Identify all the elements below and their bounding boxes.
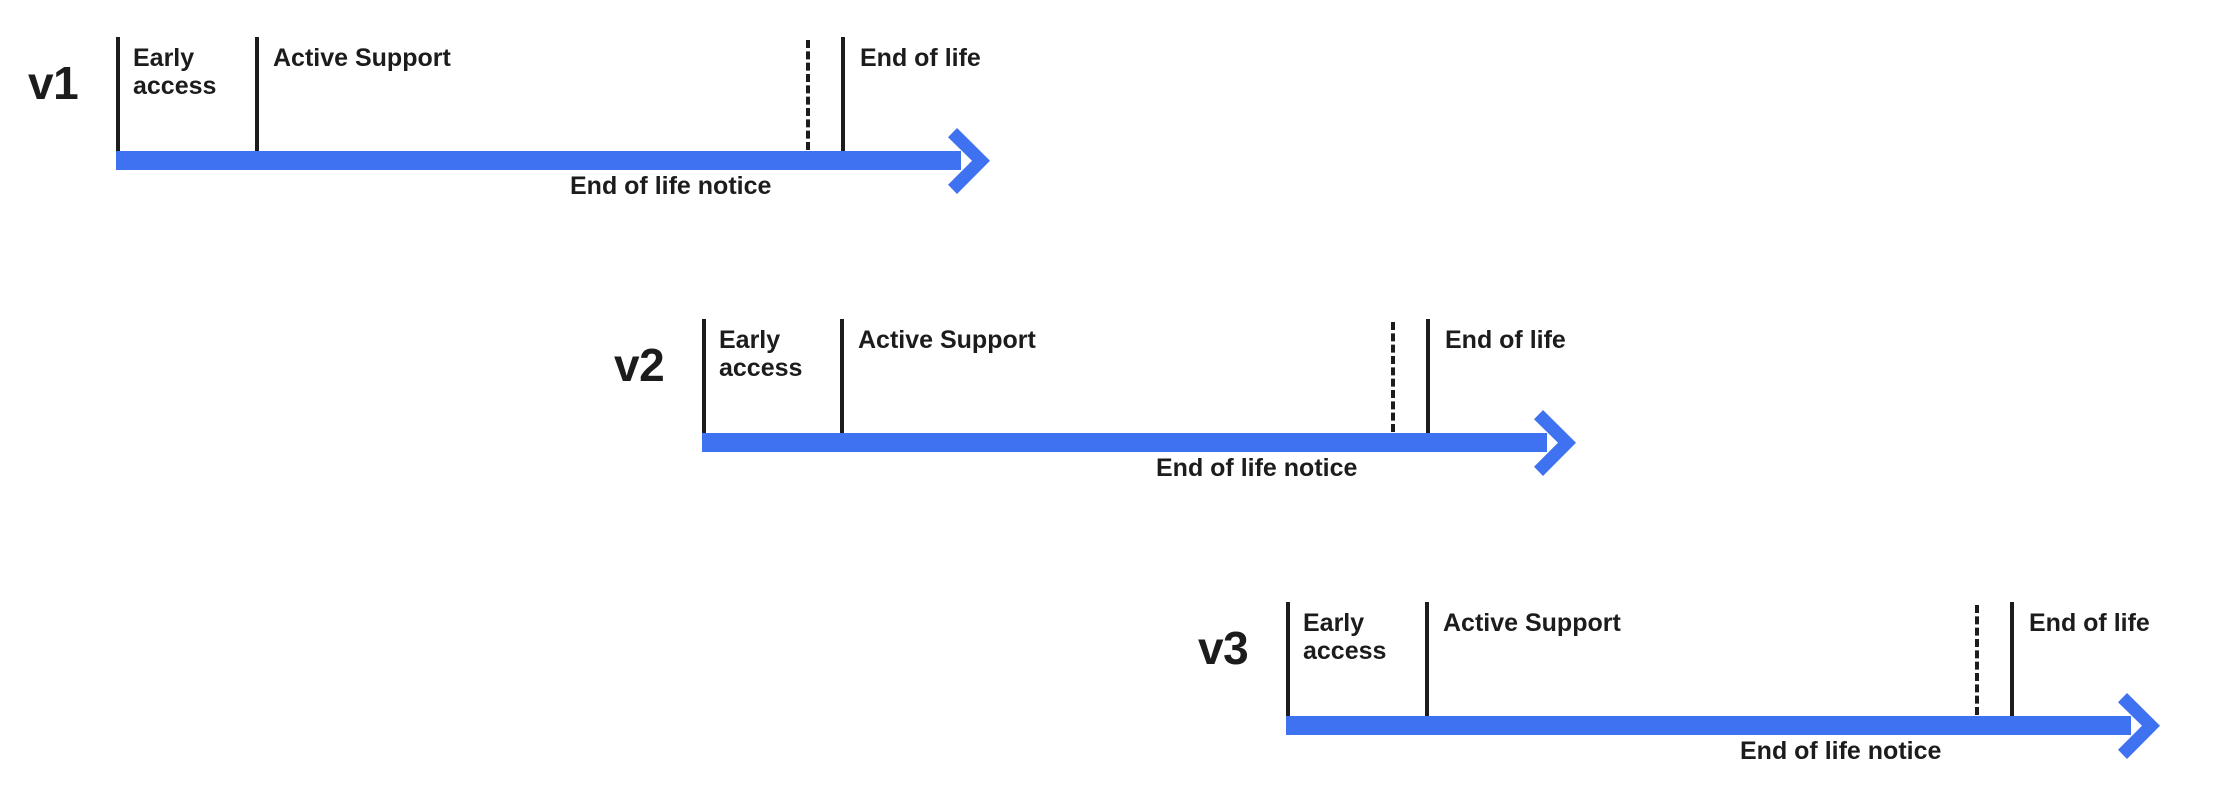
notice-label-v1: End of life notice <box>570 172 772 200</box>
timeline-arrow-head-v2 <box>1534 410 1604 476</box>
notice-label-v3: End of life notice <box>1740 737 1942 765</box>
phase-label-active-support-v3: Active Support <box>1443 609 1621 637</box>
phase-label-active-support-v1: Active Support <box>273 44 451 72</box>
timeline-arrow-shaft-v2 <box>702 433 1547 452</box>
divider-end-of-life-notice-v2 <box>1391 322 1395 432</box>
phase-label-early-access-v3: Early access <box>1303 609 1387 665</box>
timeline-arrow-shaft-v1 <box>116 151 961 170</box>
timeline-arrow-head-v3 <box>2118 693 2188 759</box>
timeline-row-v1: v1 Early access Active Support End of li… <box>0 0 1100 230</box>
divider-end-of-life-start-v1 <box>841 37 845 152</box>
phase-label-early-access-v2: Early access <box>719 326 803 382</box>
notice-label-v2: End of life notice <box>1156 454 1358 482</box>
divider-end-of-life-start-v3 <box>2010 602 2014 717</box>
divider-early-access-start-v1 <box>116 37 120 152</box>
divider-active-support-start-v3 <box>1425 602 1429 717</box>
divider-active-support-start-v1 <box>255 37 259 152</box>
timeline-row-v3: v3 Early access Active Support End of li… <box>0 565 2228 795</box>
phase-label-end-of-life-v1: End of life <box>860 44 981 72</box>
version-label-v2: v2 <box>614 339 665 391</box>
divider-early-access-start-v3 <box>1286 602 1290 717</box>
divider-end-of-life-notice-v3 <box>1975 605 1979 715</box>
phase-label-active-support-v2: Active Support <box>858 326 1036 354</box>
divider-end-of-life-notice-v1 <box>806 40 810 150</box>
divider-active-support-start-v2 <box>840 319 844 434</box>
phase-label-early-access-v1: Early access <box>133 44 217 100</box>
timeline-arrow-head-v1 <box>948 128 1018 194</box>
phase-label-end-of-life-v2: End of life <box>1445 326 1566 354</box>
divider-early-access-start-v2 <box>702 319 706 434</box>
version-label-v3: v3 <box>1198 622 1249 674</box>
timeline-row-v2: v2 Early access Active Support End of li… <box>0 282 1700 512</box>
timeline-arrow-shaft-v3 <box>1286 716 2131 735</box>
divider-end-of-life-start-v2 <box>1426 319 1430 434</box>
phase-label-end-of-life-v3: End of life <box>2029 609 2150 637</box>
version-label-v1: v1 <box>28 57 79 109</box>
